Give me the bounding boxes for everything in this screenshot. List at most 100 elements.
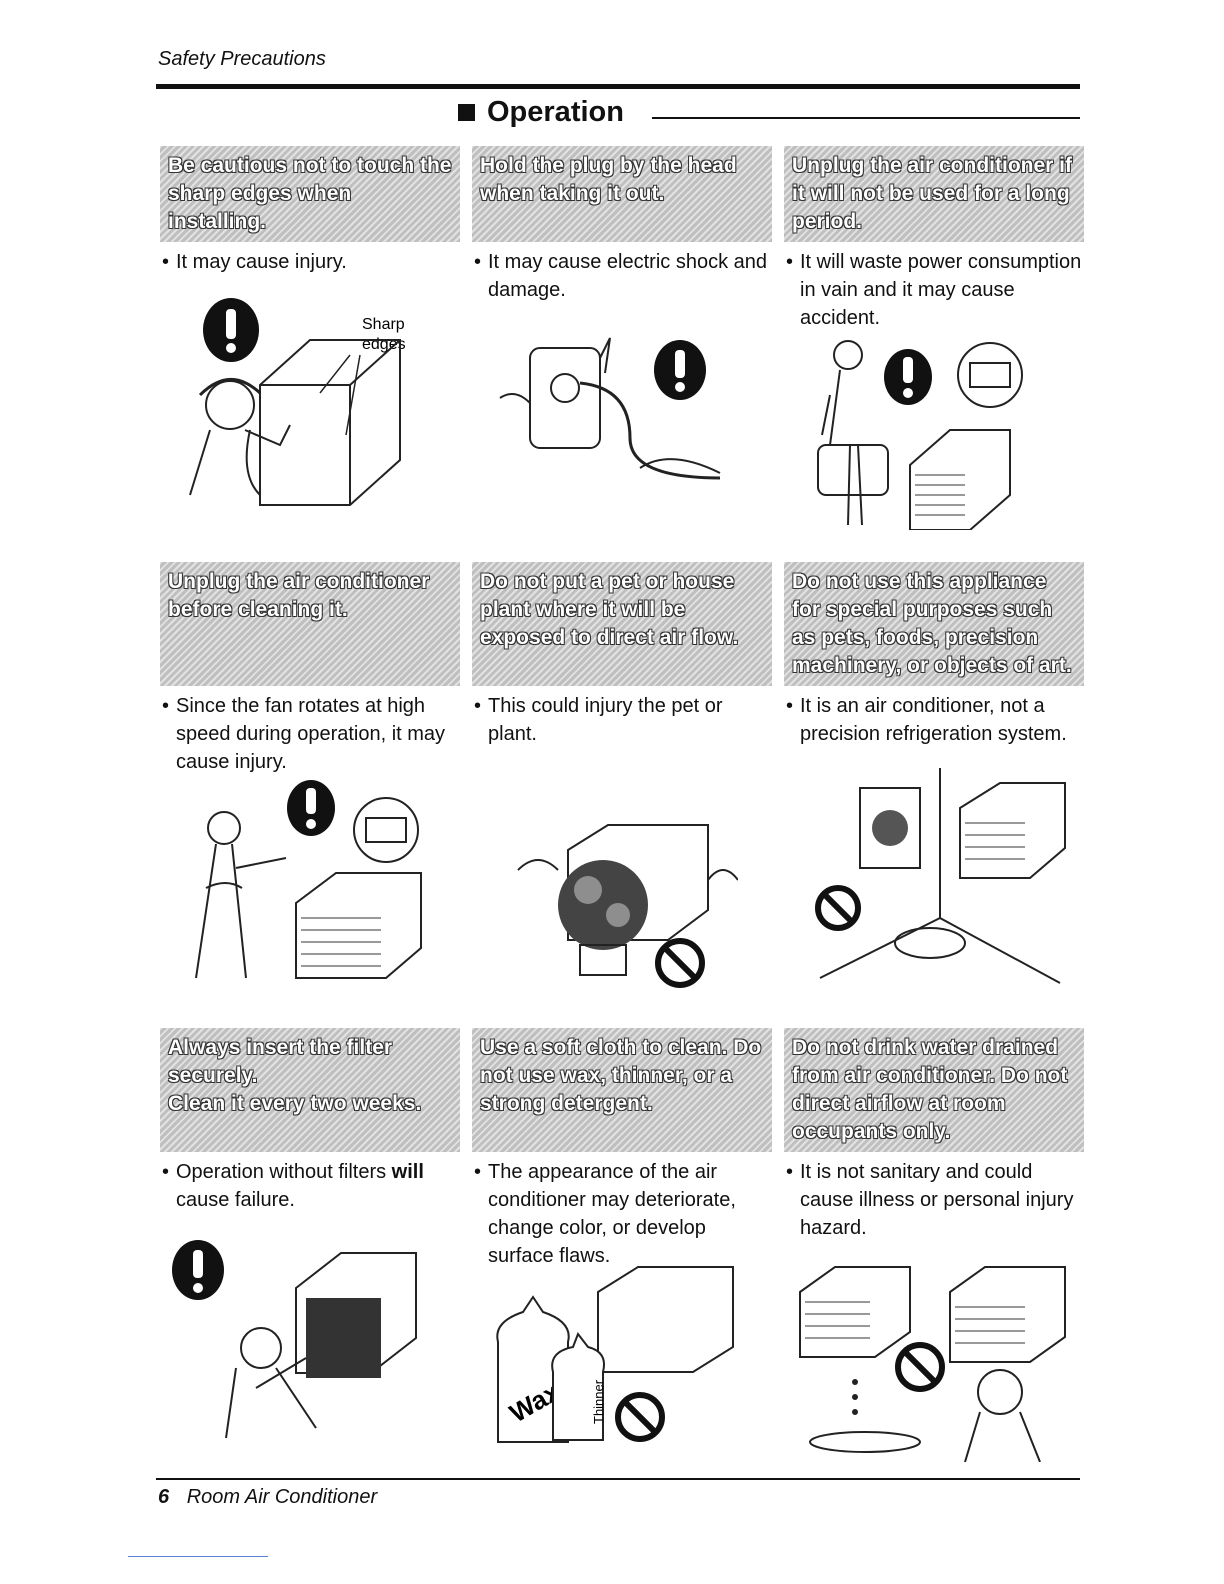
card-special-purposes: Do not use this appliance for special pu… (784, 562, 1084, 748)
note-text: It may cause injury. (176, 251, 347, 273)
warning-banner: Always insert the filter securely. Clean… (160, 1028, 460, 1152)
bullet-note: • This could injury the pet or plant. (472, 692, 772, 748)
banner-line: occupants only. (792, 1120, 951, 1143)
banner-line: exposed to direct air flow. (480, 626, 739, 649)
banner-line: Unplug the air conditioner (168, 570, 430, 593)
footer-title: Room Air Conditioner (186, 1486, 378, 1508)
filter-illustration (172, 1240, 417, 1439)
note-tail: cause failure. (176, 1189, 295, 1211)
special-purpose-illustration (815, 768, 1066, 984)
warning-banner: Do not use this appliance for special pu… (784, 562, 1084, 686)
note-text: It will waste power consumption in vain … (800, 251, 1082, 329)
card-drain-water: Do not drink water drained from air cond… (784, 1028, 1084, 1242)
banner-line: Do not drink water drained (792, 1036, 1059, 1059)
prohibited-icon (655, 938, 705, 988)
mandatory-icon (172, 1240, 224, 1300)
warning-banner: Do not put a pet or house plant where it… (472, 562, 772, 686)
bullet-dot: • (786, 695, 794, 717)
square-bullet-icon (458, 104, 475, 121)
warning-banner: Do not drink water drained from air cond… (784, 1028, 1084, 1152)
note-text: Since the fan rotates at high speed duri… (176, 695, 446, 773)
banner-line: Be cautious not to touch the (168, 154, 452, 177)
note-text: It is an air conditioner, not a precisio… (800, 695, 1067, 745)
bullet-dot: • (162, 251, 170, 273)
drain-water-illustration (799, 1266, 1066, 1462)
mandatory-icon (884, 349, 932, 405)
mandatory-icon (203, 298, 259, 362)
banner-line: when taking it out. (480, 182, 665, 205)
card-filter: Always insert the filter securely. Clean… (160, 1028, 460, 1214)
banner-line: plant where it will be (480, 598, 686, 621)
bullet-note: • It is an air conditioner, not a precis… (784, 692, 1084, 748)
wax-thinner-illustration: Wax Thinner (496, 1266, 734, 1443)
banner-line: Do not put a pet or house (480, 570, 735, 593)
banner-line: it will not be used for a long (792, 182, 1070, 205)
warning-banner: Use a soft cloth to clean. Do not use wa… (472, 1028, 772, 1152)
banner-line: from air conditioner. Do not (792, 1064, 1068, 1087)
banner-line: Unplug the air conditioner if (792, 154, 1072, 177)
banner-line: Use a soft cloth to clean. Do (480, 1036, 762, 1059)
page-footer: 6 Room Air Conditioner (158, 1486, 377, 1509)
warning-banner: Hold the plug by the head when taking it… (472, 146, 772, 242)
plant-airflow-illustration (517, 824, 738, 988)
banner-line: Clean it every two weeks. (168, 1092, 422, 1115)
callout-label: Sharp (362, 316, 405, 333)
card-sharp-edges: Be cautious not to touch the sharp edges… (160, 146, 460, 276)
bullet-dot: • (474, 1161, 482, 1183)
unplug-vacation-illustration (817, 340, 1023, 530)
bottle-label-thinner: Thinner (591, 1379, 606, 1424)
bullet-note: • Since the fan rotates at high speed du… (160, 692, 460, 776)
bullet-dot: • (162, 1161, 170, 1183)
running-header: Safety Precautions (158, 48, 326, 70)
mandatory-icon (287, 780, 335, 836)
bullet-note: • Operation without filters will cause f… (160, 1158, 460, 1214)
banner-line: Hold the plug by the head (480, 154, 737, 177)
scan-artifact-line (128, 1556, 268, 1557)
plug-illustration (499, 337, 721, 480)
title-rule (652, 117, 1080, 119)
bullet-note: • It may cause injury. (160, 248, 460, 276)
page-number: 6 (158, 1486, 170, 1508)
note-text: It may cause electric shock and damage. (488, 251, 768, 301)
mandatory-icon (654, 340, 706, 400)
unplug-cleaning-illustration (195, 780, 422, 979)
note-text: This could injury the pet or plant. (488, 695, 723, 745)
prohibited-icon (615, 1392, 665, 1442)
note-text: It is not sanitary and could cause illne… (800, 1161, 1074, 1239)
note-text: The appearance of the air conditioner ma… (488, 1161, 736, 1267)
banner-line: Do not use this appliance (792, 570, 1047, 593)
section-title-text: Operation (487, 96, 624, 128)
warning-banner: Be cautious not to touch the sharp edges… (160, 146, 460, 242)
sharp-edges-illustration: Sharp edges (189, 298, 406, 506)
banner-line: for special purposes such (792, 598, 1053, 621)
banner-line: Always insert the filter (168, 1036, 393, 1059)
banner-line: as pets, foods, precision (792, 626, 1039, 649)
prohibited-icon (895, 1342, 945, 1392)
banner-line: direct airflow at room (792, 1092, 1006, 1115)
card-hold-plug: Hold the plug by the head when taking it… (472, 146, 772, 304)
warning-banner: Unplug the air conditioner if it will no… (784, 146, 1084, 242)
banner-line: sharp edges when (168, 182, 352, 205)
banner-line: machinery, or objects of art. (792, 654, 1072, 677)
warning-banner: Unplug the air conditioner before cleani… (160, 562, 460, 686)
card-pet-plant: Do not put a pet or house plant where it… (472, 562, 772, 748)
banner-line: period. (792, 210, 863, 233)
section-title: Operation (458, 96, 624, 129)
note-text: Operation without filters will cause fai… (176, 1158, 460, 1214)
bullet-dot: • (786, 1161, 794, 1183)
prohibited-icon (815, 885, 861, 931)
card-unplug-long-period: Unplug the air conditioner if it will no… (784, 146, 1084, 332)
banner-line: not use wax, thinner, or a (480, 1064, 733, 1087)
bullet-dot: • (474, 695, 482, 717)
bullet-note: • It may cause electric shock and damage… (472, 248, 772, 304)
card-unplug-before-cleaning: Unplug the air conditioner before cleani… (160, 562, 460, 776)
bottom-rule (156, 1478, 1080, 1480)
banner-line: installing. (168, 210, 267, 233)
bullet-dot: • (474, 251, 482, 273)
bullet-dot: • (786, 251, 794, 273)
banner-line: strong detergent. (480, 1092, 653, 1115)
note-plain: Operation without filters (176, 1161, 392, 1183)
top-rule (156, 84, 1080, 89)
bullet-note: • The appearance of the air conditioner … (472, 1158, 772, 1270)
card-soft-cloth: Use a soft cloth to clean. Do not use wa… (472, 1028, 772, 1270)
